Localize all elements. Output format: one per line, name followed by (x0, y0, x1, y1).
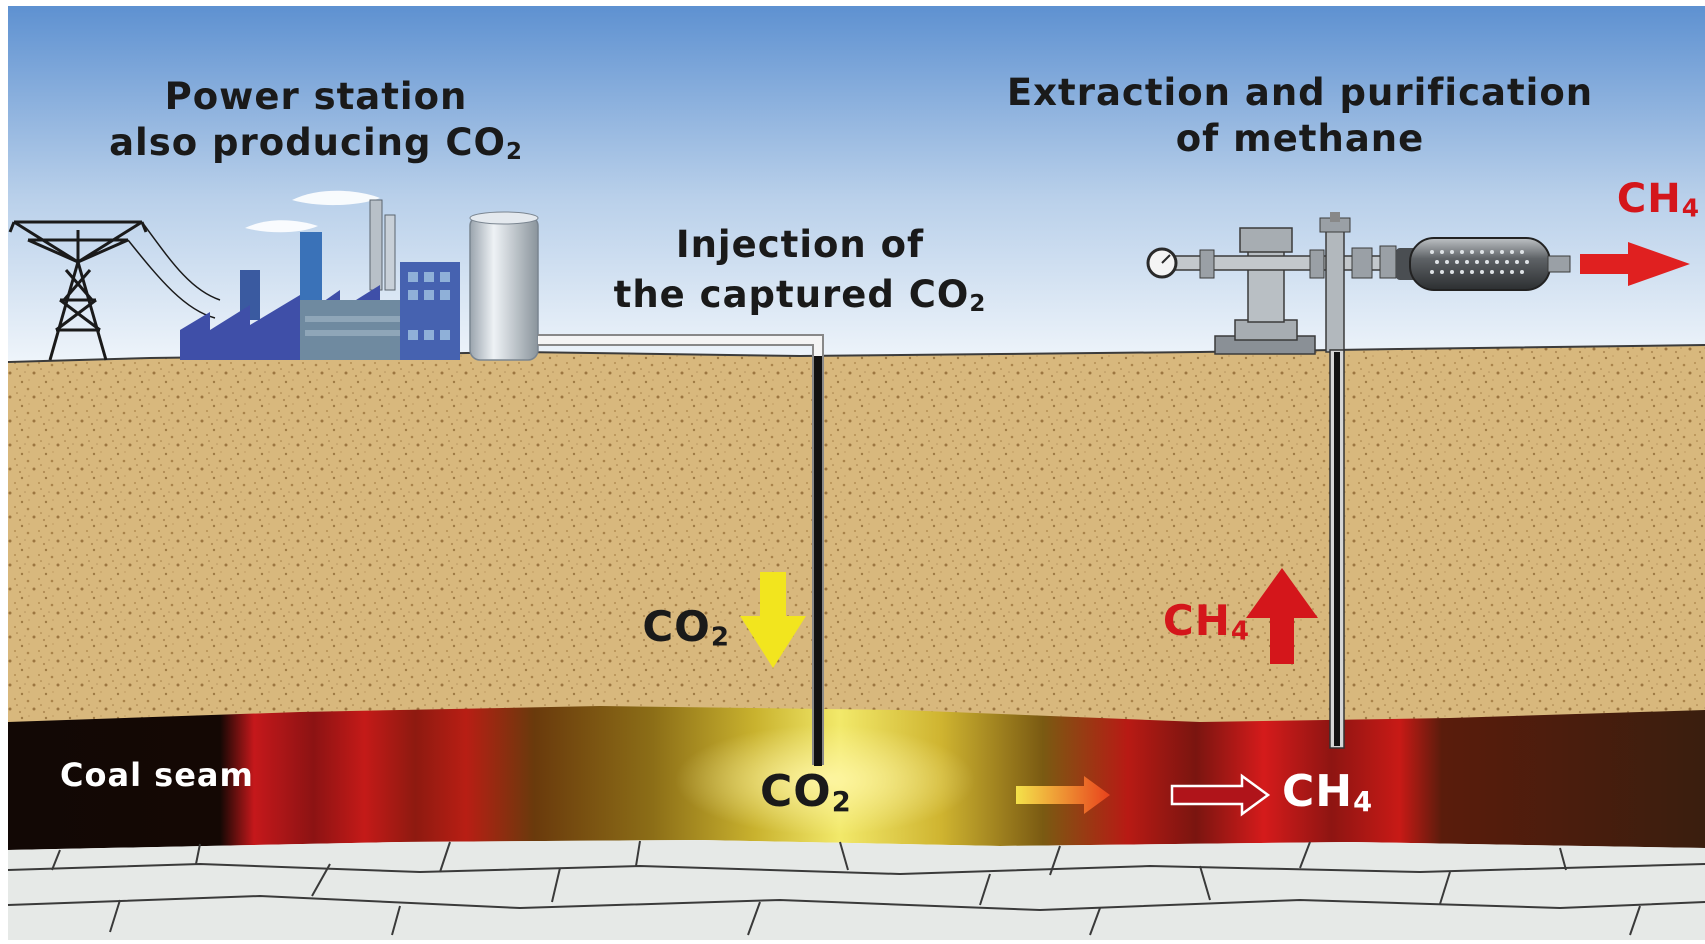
power-station-label: Power station also producing CO2 (36, 74, 596, 175)
co2-seam-label: CO2 (760, 766, 852, 818)
injection-line2: the captured CO2 (613, 273, 987, 318)
bedrock-layer (8, 840, 1705, 940)
co2-glow (675, 725, 975, 835)
injection-label: Injection of the captured CO2 (540, 220, 1060, 329)
filter-cylinder-icon (1396, 237, 1571, 291)
injection-pipe (538, 334, 824, 766)
power-station-line2: also producing CO2 (109, 121, 523, 166)
coal-seam-label: Coal seam (60, 756, 254, 794)
extraction-label: Extraction and purification of methane (900, 70, 1700, 162)
pressure-gauge-icon (1146, 247, 1178, 279)
flow-arrow-1 (1016, 776, 1110, 814)
ch4-up-arrow (1246, 568, 1318, 664)
ch4-up-label: CH4 (1162, 596, 1250, 647)
power-station-line1: Power station (164, 75, 468, 118)
extraction-line1: Extraction and purification (1006, 71, 1594, 114)
sky (0, 0, 1705, 360)
factory-icon (180, 190, 539, 361)
ch4-out-arrow (1580, 242, 1690, 286)
co2-down-label: CO2 (642, 602, 730, 653)
ch4-top-label: CH4 (1616, 176, 1700, 223)
extraction-pipe (1329, 349, 1345, 749)
wellhead-icon (1165, 212, 1407, 355)
ch4-seam-label: CH4 (1282, 766, 1374, 818)
injection-line1: Injection of (675, 223, 925, 266)
extraction-line2: of methane (1175, 117, 1425, 160)
pylon-icon (8, 220, 221, 361)
soil-layer (8, 345, 1705, 725)
flow-arrow-2 (1170, 773, 1271, 817)
co2-down-arrow (740, 572, 806, 668)
bedrock-cracks (7, 840, 1705, 936)
